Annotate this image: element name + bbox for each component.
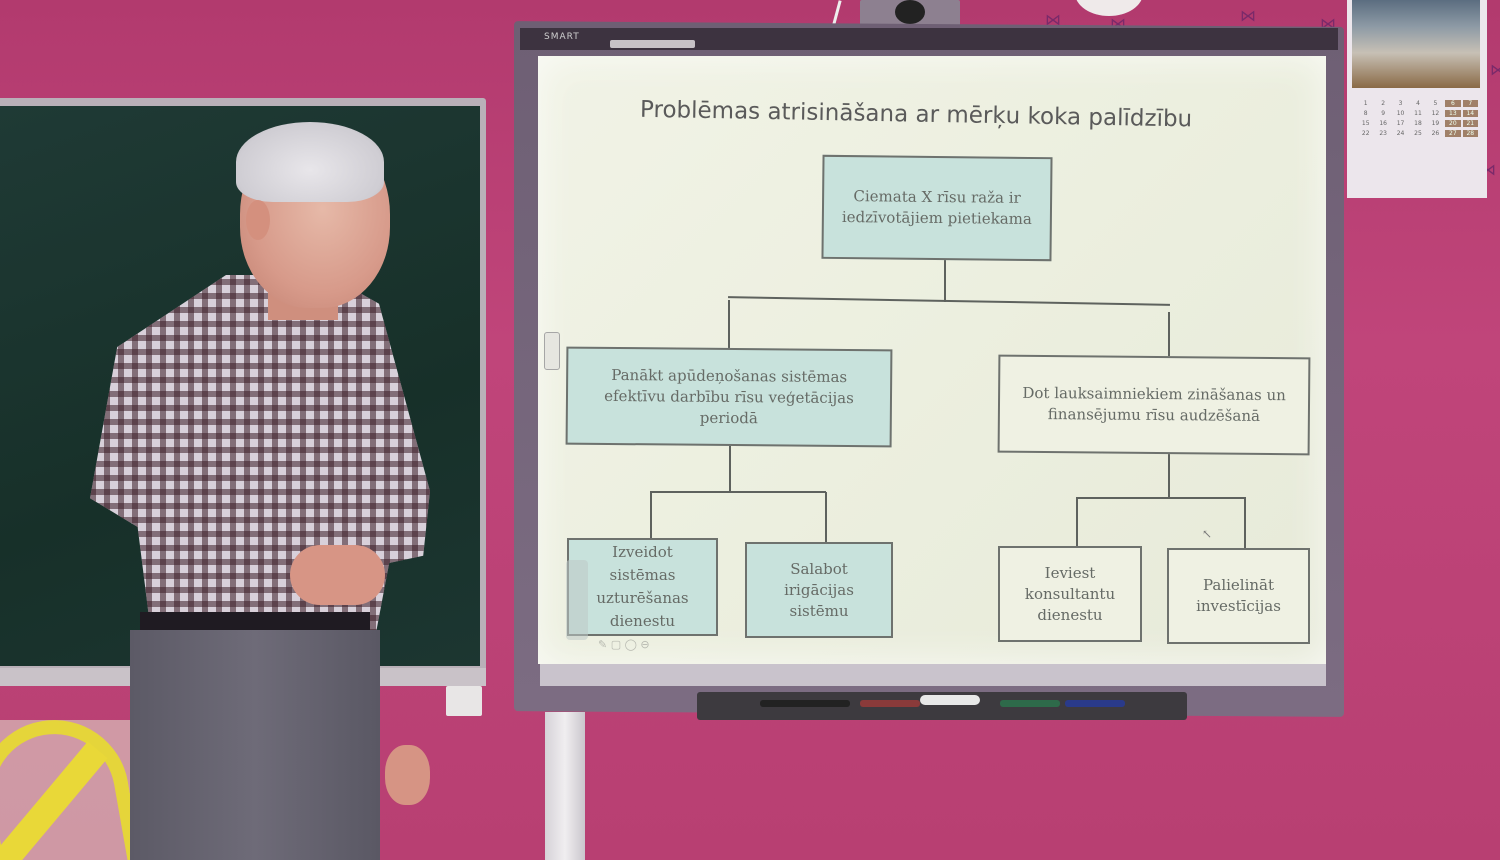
tree-connector: [1244, 498, 1246, 548]
node-text-line: Ciemata X rīsu raža ir: [853, 187, 1021, 207]
ceiling-lamp: [1075, 0, 1143, 16]
node-text-line: periodā: [699, 408, 758, 427]
calendar-day: 21: [1462, 120, 1478, 127]
calendar-day: 19: [1431, 120, 1440, 127]
node-text-line: sistēmas: [609, 565, 676, 584]
tree-connector: [1076, 497, 1078, 547]
tree-connector: [650, 491, 826, 493]
presenter-belt: [140, 612, 370, 634]
presenter-trousers: [130, 630, 380, 860]
node-text-line: investīcijas: [1196, 597, 1281, 615]
node-text-line: sistēmu: [789, 601, 849, 620]
calendar-day: 26: [1431, 130, 1440, 137]
side-panel-handle[interactable]: [544, 332, 560, 370]
calendar-day: 2: [1381, 100, 1386, 107]
node-text-line: efektīvu darbību rīsu veģetācijas: [604, 386, 854, 407]
mouse-cursor-icon: ↖: [1202, 527, 1213, 541]
blue-pen[interactable]: [1065, 700, 1125, 707]
whiteboard-brand-logo: SMART: [544, 32, 580, 42]
tree-connector: [1168, 312, 1170, 360]
node-text-line: dienestu: [1037, 605, 1103, 624]
calendar-day: 10: [1396, 110, 1405, 117]
presenter-left-hand: [385, 745, 430, 805]
whiteboard-status-strip: [610, 40, 695, 48]
tree-connector: [1168, 452, 1170, 498]
calendar-day: 25: [1414, 130, 1422, 137]
node-text-line: Palielināt: [1202, 576, 1275, 594]
calendar-day: 11: [1414, 110, 1422, 117]
wall-pipe: [545, 712, 585, 860]
goal-tree-leaf-maintenance-service[interactable]: Izveidot sistēmas uzturēšanas dienestu: [567, 538, 718, 636]
calendar-day: 22: [1361, 130, 1370, 137]
red-pen[interactable]: [860, 700, 920, 707]
black-pen[interactable]: [760, 700, 850, 707]
whiteboard-bottom-frame: [540, 664, 1326, 686]
presenter-ear: [246, 200, 270, 240]
floating-tools-panel[interactable]: [566, 560, 588, 640]
tree-connector: [1076, 497, 1246, 499]
wall-outlet: [446, 686, 482, 716]
green-pen[interactable]: [1000, 700, 1060, 707]
node-text-line: uzturēšanas: [596, 589, 689, 607]
calendar-day: 16: [1379, 120, 1387, 127]
goal-tree-branch-node-knowledge[interactable]: Dot lauksaimniekiem zināšanas un finansē…: [997, 354, 1311, 456]
eraser[interactable]: [920, 695, 980, 705]
calendar-day: 13: [1445, 110, 1461, 117]
calendar-day: 27: [1445, 130, 1461, 137]
goal-tree-leaf-repair-irrigation[interactable]: Salabot irigācijas sistēmu: [745, 542, 893, 638]
node-text-line: Dot lauksaimniekiem zināšanas un: [1022, 383, 1286, 405]
node-text-line: Ieviest: [1044, 563, 1096, 582]
tree-connector: [728, 300, 730, 350]
node-text-line: Izveidot: [612, 542, 673, 561]
calendar-photo: [1352, 0, 1480, 88]
presenter-hand: [290, 545, 385, 605]
mini-toolbar[interactable]: ✎ ▢ ◯ ⊖: [598, 638, 650, 651]
tree-connector: [729, 444, 731, 492]
goal-tree-leaf-increase-investment[interactable]: Palielināt investīcijas: [1167, 548, 1310, 644]
node-text-line: Salabot: [790, 559, 848, 578]
tree-connector: [944, 258, 946, 302]
goal-tree-root-node[interactable]: Ciemata X rīsu raža ir iedzīvotājiem pie…: [821, 154, 1053, 262]
node-text-line: konsultantu: [1024, 584, 1116, 603]
node-text-line: iedzīvotājiem pietiekama: [841, 208, 1032, 228]
calendar-day: 5: [1433, 100, 1438, 107]
projector-lens: [895, 0, 925, 24]
node-text-line: dienestu: [609, 612, 676, 631]
calendar-day: 18: [1414, 120, 1422, 127]
calendar-day: 14: [1462, 110, 1478, 117]
calendar-day: 23: [1379, 130, 1387, 137]
calendar-day: 9: [1381, 110, 1386, 117]
node-text-line: Panākt apūdeņošanas sistēmas: [611, 365, 848, 386]
calendar-day: 8: [1363, 110, 1368, 117]
calendar-day: 1: [1363, 100, 1368, 107]
calendar-day: 28: [1462, 130, 1478, 137]
goal-tree-branch-node-irrigation[interactable]: Panākt apūdeņošanas sistēmas efektīvu da…: [565, 346, 893, 448]
calendar-day: 7: [1462, 100, 1478, 107]
calendar-day: 6: [1445, 100, 1461, 107]
calendar-day: 24: [1396, 130, 1405, 137]
node-text-line: finansējumu rīsu audzēšanā: [1047, 405, 1261, 425]
calendar-day: 4: [1416, 100, 1420, 107]
goal-tree-leaf-consultant-service[interactable]: Ieviest konsultantu dienestu: [998, 546, 1142, 642]
tree-connector: [650, 491, 652, 539]
whiteboard-top-bar: [520, 28, 1338, 50]
calendar-day: 20: [1445, 120, 1461, 127]
calendar-day: 3: [1398, 100, 1403, 107]
butterfly-decoration-icon: ⋈: [1240, 6, 1256, 25]
calendar-day: 17: [1396, 120, 1405, 127]
calendar-day: 12: [1431, 110, 1440, 117]
butterfly-decoration-icon: ⋈: [1490, 60, 1500, 79]
calendar-day: 15: [1361, 120, 1370, 127]
node-text-line: irigācijas: [784, 580, 854, 599]
tree-connector: [825, 492, 827, 542]
presenter-hair: [236, 122, 384, 202]
